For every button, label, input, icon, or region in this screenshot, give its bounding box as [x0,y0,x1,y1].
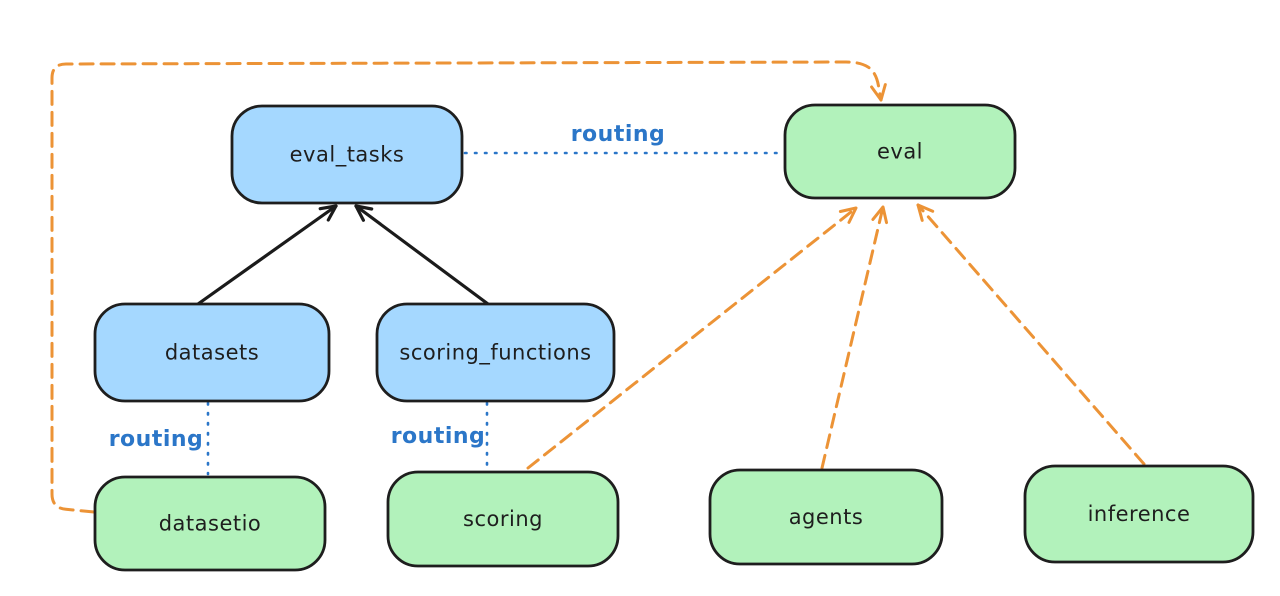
edge-line-inference-to-eval [916,203,1146,466]
arrowhead-datasetio-to-eval [870,83,887,102]
node-box-eval_tasks [230,104,464,205]
edge-datasets-to-eval_tasks [196,204,338,306]
node-scoring: scoring [386,470,620,568]
edge-line-scoring_functions-to-eval_tasks [354,204,490,306]
arrowhead-scoring-to-eval [838,206,858,224]
node-label-datasets: datasets [165,341,259,365]
edge-label-routing-left: routing [109,427,204,452]
edge-datasetio-to-eval [50,60,887,514]
arrowhead-inference-to-eval [916,203,935,222]
node-box-inference [1023,464,1255,564]
node-box-eval [783,103,1017,200]
node-box-datasetio [93,475,327,572]
edge-label-routing-top: routing [571,122,666,147]
arrowhead-datasets-to-eval_tasks [318,204,338,222]
node-datasetio: datasetio [93,475,327,572]
edge-line-datasetio-to-eval [50,60,883,514]
node-agents: agents [708,468,944,566]
edge-agents-to-eval [820,205,888,470]
node-box-datasets [93,302,331,403]
edge-scoring-to-eval [526,206,858,470]
node-eval: eval [783,103,1017,200]
node-label-datasetio: datasetio [159,512,262,536]
node-label-scoring_functions: scoring_functions [399,341,591,366]
edge-inference-to-eval [916,203,1146,466]
node-inference: inference [1023,464,1255,564]
node-label-inference: inference [1088,502,1191,526]
node-label-eval_tasks: eval_tasks [290,143,405,168]
node-eval_tasks: eval_tasks [230,104,464,205]
edge-line-agents-to-eval [820,205,885,470]
edge-label-routing-middle: routing [391,424,486,449]
node-box-agents [708,468,944,566]
edge-line-datasets-to-eval_tasks [196,204,338,306]
node-label-agents: agents [789,505,864,529]
node-label-eval: eval [877,140,923,164]
node-label-scoring: scoring [463,507,543,531]
node-box-scoring_functions [375,302,616,403]
arrowhead-scoring_functions-to-eval_tasks [354,204,374,222]
node-box-scoring [386,470,620,568]
node-scoring_functions: scoring_functions [375,302,616,403]
arrowhead-agents-to-eval [871,205,888,225]
node-datasets: datasets [93,302,331,403]
edge-scoring_functions-to-eval_tasks [354,204,490,306]
edge-line-scoring-to-eval [526,206,858,470]
